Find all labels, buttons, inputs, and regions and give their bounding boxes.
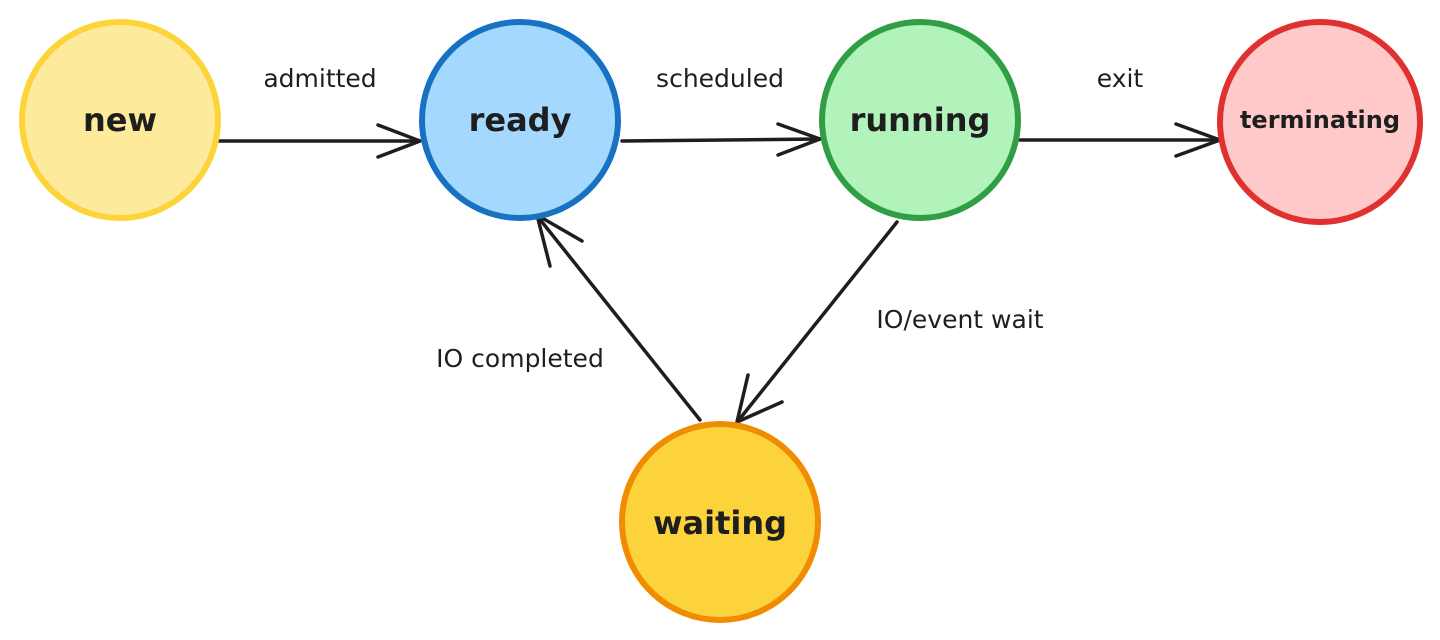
state-ready-circle [419, 19, 621, 221]
edge-ready-running [620, 122, 822, 157]
edge-waiting-ready [535, 213, 702, 422]
state-new: new [19, 19, 221, 221]
state-waiting-label: waiting [653, 504, 787, 542]
edge-label-admitted: admitted [263, 64, 376, 93]
edge-label-io-event-wait: IO/event wait [876, 305, 1043, 334]
state-running-label: running [850, 101, 991, 139]
state-terminating-circle [1217, 19, 1423, 225]
edge-running-terminating [1018, 122, 1222, 158]
edge-new-ready [216, 123, 422, 159]
state-terminating: terminating [1217, 19, 1423, 225]
state-new-label: new [83, 101, 157, 139]
state-ready: ready [419, 19, 621, 221]
edge-label-scheduled: scheduled [656, 64, 784, 93]
state-new-circle [19, 19, 221, 221]
state-waiting: waiting [619, 421, 821, 623]
state-ready-label: ready [469, 101, 572, 139]
edge-running-waiting [735, 220, 899, 424]
edge-label-exit: exit [1097, 64, 1144, 93]
state-running-circle [819, 19, 1021, 221]
state-terminating-label: terminating [1240, 106, 1400, 134]
state-running: running [819, 19, 1021, 221]
state-waiting-circle [619, 421, 821, 623]
edge-label-io-completed: IO completed [436, 344, 604, 373]
